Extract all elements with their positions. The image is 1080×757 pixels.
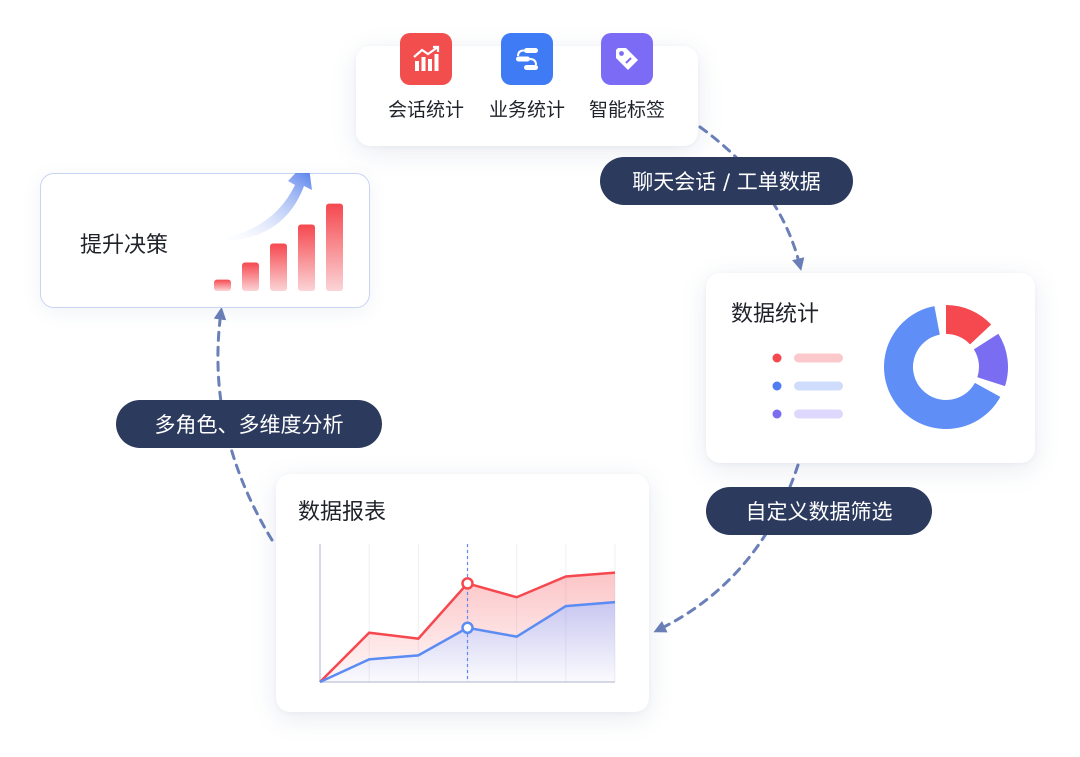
- chat-data-label: 聊天会话 / 工单数据: [600, 157, 853, 205]
- highlight-point-red: [461, 577, 474, 590]
- growth-bar: [214, 279, 231, 291]
- growth-bar: [298, 224, 315, 291]
- donut-segment: [884, 306, 1001, 429]
- legend-bar-purple: [794, 409, 843, 419]
- legend-dot-blue: [772, 381, 782, 391]
- session-stats-label: 会话统计: [387, 99, 464, 121]
- business-stats-item[interactable]: 业务统计: [477, 33, 577, 122]
- filter-label: 自定义数据筛选: [706, 487, 932, 535]
- growth-arrow-icon: [208, 173, 312, 242]
- growth-bar: [270, 243, 287, 291]
- legend-bar-red: [794, 353, 843, 363]
- flow-icon: [501, 33, 553, 85]
- stats-title: 数据统计: [731, 302, 820, 327]
- growth-bar: [242, 262, 259, 291]
- session-stats-item[interactable]: 会话统计: [376, 33, 476, 122]
- donut-chart: [884, 305, 1008, 429]
- legend-bar-blue: [794, 381, 843, 391]
- bar-chart-up-icon: [400, 33, 452, 85]
- donut-segment: [946, 305, 992, 345]
- analysis-label: 多角色、多维度分析: [116, 400, 382, 448]
- growth-bar: [326, 203, 343, 291]
- stats-card: 数据统计: [706, 273, 1035, 463]
- business-stats-label: 业务统计: [488, 99, 565, 121]
- report-title: 数据报表: [298, 500, 387, 525]
- legend-dot-purple: [772, 409, 782, 419]
- decision-title: 提升决策: [80, 233, 169, 258]
- donut-segment: [973, 333, 1008, 387]
- report-card: 数据报表: [276, 474, 649, 712]
- legend: [772, 353, 843, 419]
- smart-tags-label: 智能标签: [588, 99, 665, 121]
- growth-chart: [208, 173, 343, 291]
- smart-tags-item[interactable]: 智能标签: [577, 33, 677, 122]
- tag-icon: [601, 33, 653, 85]
- area-chart: [319, 544, 616, 684]
- highlight-point-blue: [461, 621, 474, 635]
- decision-card: 提升决策: [40, 173, 370, 308]
- legend-dot-red: [772, 353, 782, 363]
